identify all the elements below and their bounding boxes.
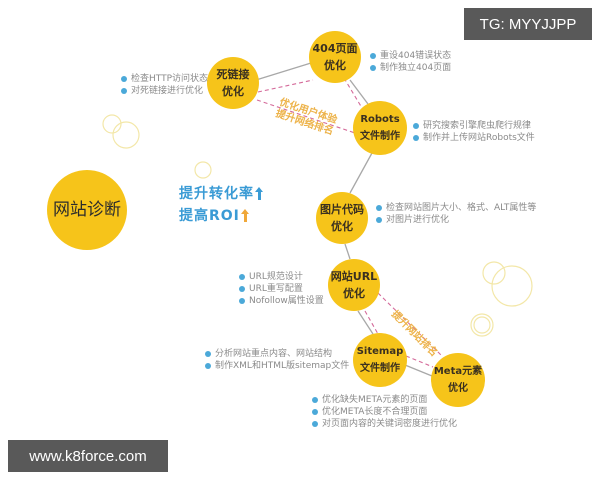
bullets-dead-link: 检查HTTP访问状态 对死链接进行优化 (119, 73, 208, 97)
bullets-sitemap: 分析网站重点内容、网站结构 制作XML和HTML版sitemap文件 (203, 348, 349, 372)
slogan-conversion-text: 提升转化率 (179, 186, 254, 202)
node-image-code: 图片代码 优化 (316, 192, 368, 244)
slogan-roi-text: 提高ROI (179, 208, 240, 224)
node-site-url: 网站URL 优化 (328, 259, 380, 311)
node-dead-link: 死链接 优化 (207, 57, 259, 109)
bullet-item: 检查HTTP访问状态 (119, 73, 208, 85)
node-label: 404页面 优化 (312, 42, 358, 72)
node-label: Meta元素 优化 (433, 366, 483, 394)
bullets-image-code: 检查网站图片大小、格式、ALT属性等 对图片进行优化 (374, 202, 536, 226)
bullet-item: 重设404错误状态 (368, 50, 451, 62)
node-404-page: 404页面 优化 (309, 31, 361, 83)
slogan-conversion: 提升转化率 (179, 184, 263, 204)
decorative-rings (102, 114, 533, 337)
up-arrow-icon (255, 187, 263, 200)
slogan-roi: 提高ROI (179, 206, 249, 226)
bullet-item: URL重写配置 (237, 283, 324, 295)
bullets-404-page: 重设404错误状态 制作独立404页面 (368, 50, 451, 74)
bullets-robots: 研究搜索引擎爬虫爬行规律 制作并上传网站Robots文件 (411, 120, 535, 144)
bullet-item: 对页面内容的关键词密度进行优化 (310, 418, 457, 430)
watermark-text: TG: MYYJJPP (479, 15, 577, 33)
bullet-item: 对死链接进行优化 (119, 85, 208, 97)
bullet-item: URL规范设计 (237, 271, 324, 283)
bullet-item: 制作独立404页面 (368, 62, 451, 74)
node-label: 网站URL 优化 (330, 270, 378, 300)
watermark-top-right: TG: MYYJJPP (464, 8, 592, 40)
node-label: Sitemap 文件制作 (356, 346, 404, 374)
bullet-item: 制作XML和HTML版sitemap文件 (203, 360, 349, 372)
bullet-item: 检查网站图片大小、格式、ALT属性等 (374, 202, 536, 214)
node-label: 死链接 优化 (216, 68, 250, 98)
node-meta: Meta元素 优化 (431, 353, 485, 407)
bullet-item: 研究搜索引擎爬虫爬行规律 (411, 120, 535, 132)
up-arrow-icon (240, 209, 249, 222)
bullet-item: 优化META长度不合理页面 (310, 406, 457, 418)
bullets-meta: 优化缺失META元素的页面 优化META长度不合理页面 对页面内容的关键词密度进… (310, 394, 457, 430)
center-node-label: 网站诊断 (53, 199, 121, 220)
node-label: 图片代码 优化 (320, 203, 364, 233)
watermark-text: www.k8force.com (29, 447, 147, 465)
center-node-site-diagnosis: 网站诊断 (47, 170, 127, 250)
bullet-item: 制作并上传网站Robots文件 (411, 132, 535, 144)
node-robots: Robots 文件制作 (353, 101, 407, 155)
bullet-item: 优化缺失META元素的页面 (310, 394, 457, 406)
bullet-item: 对图片进行优化 (374, 214, 536, 226)
bullet-item: Nofollow属性设置 (237, 295, 324, 307)
bullets-site-url: URL规范设计 URL重写配置 Nofollow属性设置 (237, 271, 324, 307)
watermark-bottom-left: www.k8force.com (8, 440, 168, 472)
bullet-item: 分析网站重点内容、网站结构 (203, 348, 349, 360)
node-sitemap: Sitemap 文件制作 (353, 333, 407, 387)
node-label: Robots 文件制作 (360, 114, 400, 142)
